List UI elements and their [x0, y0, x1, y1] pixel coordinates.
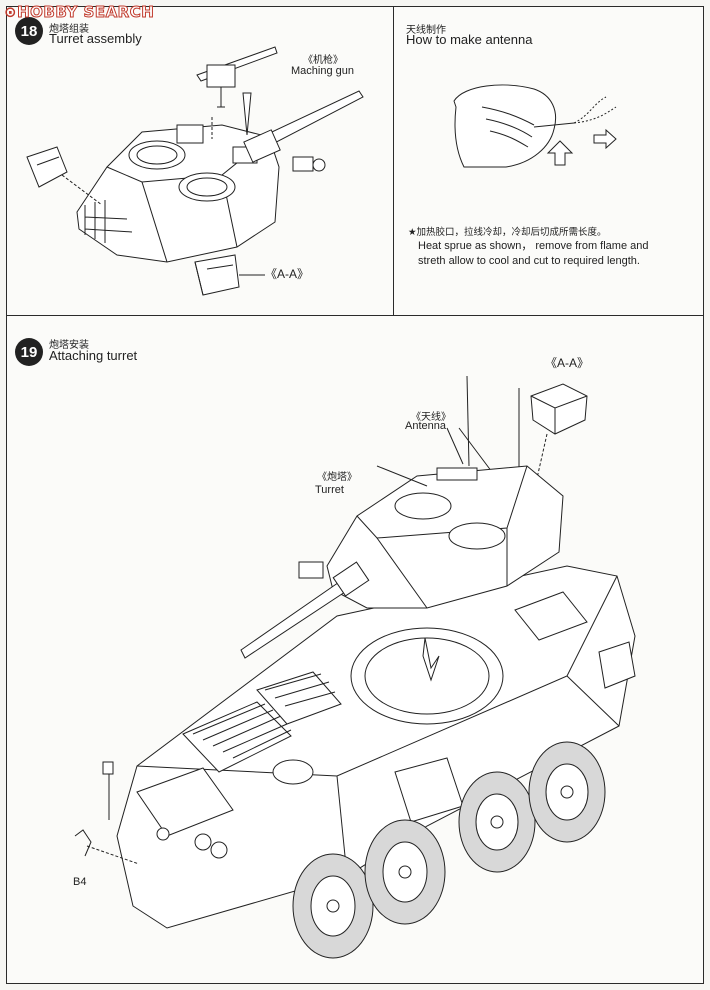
aa-label-18: 《A-A》	[265, 267, 310, 281]
wheel-3	[459, 772, 535, 872]
aa-box-19	[531, 384, 587, 434]
antenna-label-cn: 《天线》	[411, 412, 451, 423]
antenna-howto-panel: 天线制作 How to make antenna ★加热胶口，拉线冷却，冷却后切…	[394, 6, 704, 316]
step-18-title-en: Turret assembly	[49, 31, 142, 46]
vehicle-assembly-drawing	[7, 316, 705, 984]
antenna-left	[467, 376, 469, 466]
machine-gun-label-en: Maching gun	[291, 65, 354, 77]
wheel-2	[365, 820, 445, 924]
wheel-1	[293, 854, 373, 958]
watermark-text: HOBBY SEARCH	[17, 3, 155, 22]
turret-label-en: Turret	[315, 484, 344, 496]
hand-outline	[454, 85, 556, 167]
antenna-hand-drawing	[394, 7, 704, 207]
antenna-note-en-2: streth allow to cool and cut to required…	[418, 255, 640, 267]
engine-grille	[183, 702, 291, 772]
turret-ring	[351, 628, 503, 724]
antenna-title-cn: 天线制作	[406, 25, 446, 36]
antenna-label-en: Antenna	[405, 420, 446, 432]
hobby-search-watermark: ⊙HOBBY SEARCH	[4, 3, 155, 22]
antenna-note-cn: ★加热胶口，拉线冷却，冷却后切成所需长度。	[408, 227, 607, 238]
part-b4-label: B4	[73, 876, 87, 888]
wheel-4	[529, 742, 605, 842]
turret-label-cn: 《炮塔》	[317, 472, 357, 483]
turret-body-19	[327, 466, 563, 608]
turret-body	[77, 125, 279, 262]
aa-label-19: 《A-A》	[545, 356, 590, 370]
step-19-number: 19	[15, 338, 43, 366]
antenna-note-en-1: Heat sprue as shown， remove from flame a…	[418, 240, 649, 252]
part-b4	[75, 830, 91, 856]
turret-assembly-drawing	[7, 7, 395, 317]
step-19-title-en: Attaching turret	[49, 348, 138, 363]
machine-gun-label-cn: 《机枪》	[303, 55, 343, 66]
step-19-panel: 19 炮塔安装 Attaching turret 《A-A》 《天线》 Ante…	[6, 316, 704, 984]
gunner-hatch	[179, 173, 235, 201]
watermark-logo-icon: ⊙	[4, 3, 18, 21]
sprue-line	[534, 123, 574, 127]
up-arrow-icon	[548, 141, 572, 165]
commander-hatch	[129, 141, 185, 169]
step-19-title-cn: 炮塔安装	[49, 340, 89, 351]
antenna-title-en: How to make antenna	[406, 32, 533, 47]
step-18-title-cn: 炮塔组装	[49, 24, 89, 35]
step-18-panel: 18 炮塔组装 Turret assembly 《机枪》 Maching gun…	[6, 6, 394, 316]
hull-body	[117, 566, 635, 928]
right-arrow-icon	[594, 130, 616, 148]
step-18-number: 18	[15, 17, 43, 45]
